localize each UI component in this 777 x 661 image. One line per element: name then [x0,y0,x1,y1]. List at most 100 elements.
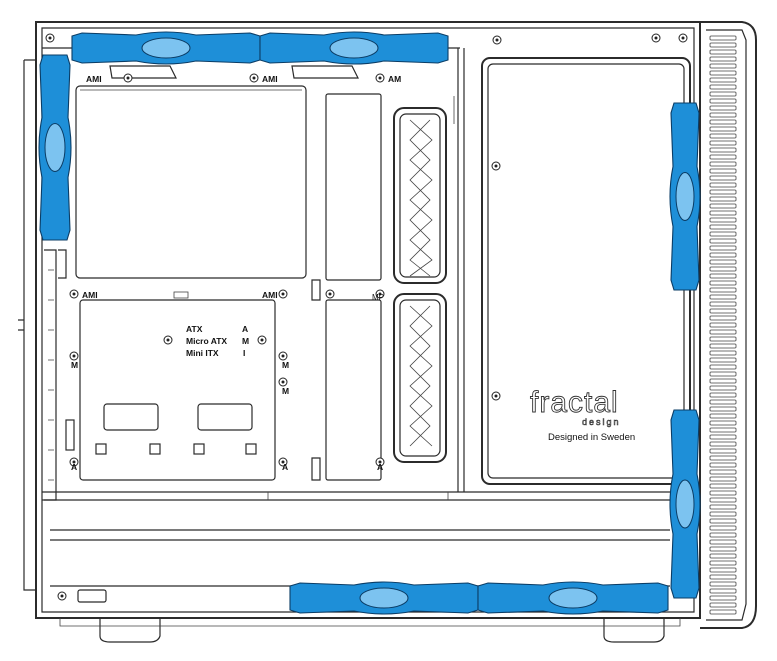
mesh-slot [709,231,737,237]
label-micro-atx: Micro ATX [186,336,227,346]
screw-icon [278,377,288,387]
standoff-labels: AMI AMI AM AMI AMI MP ATX Micro ATX Mini… [71,74,401,472]
mesh-slot [709,161,737,167]
mesh-slot [709,441,737,447]
screw-icon [278,457,288,467]
mesh-slot [709,63,737,69]
mesh-slot [709,567,737,573]
screw-icon [69,351,79,361]
screw-icon [375,73,385,83]
screw-icon [651,33,661,43]
mesh-slot [709,84,737,90]
label-atx-code: A [242,324,248,334]
brand-logo-text: fractal [530,386,619,419]
label-m-right-1: M [282,360,289,370]
screw-icon [257,335,267,345]
mesh-slot [709,539,737,545]
label-ami-mid-left: AMI [82,290,98,300]
screw-icon [69,457,79,467]
mesh-slot [709,119,737,125]
label-ami-mid-right: AMI [262,290,278,300]
mesh-slot [709,259,737,265]
mesh-slot [709,413,737,419]
mesh-slot [709,294,737,300]
mesh-slot [709,175,737,181]
label-a-left: A [71,462,77,472]
mesh-slot [709,595,737,601]
mesh-slot [709,322,737,328]
mesh-slot [709,448,737,454]
mesh-slot [709,483,737,489]
label-mp: MP [372,293,384,302]
label-a-mid: A [282,462,288,472]
mesh-slot [709,217,737,223]
brand-logo: fractal design Designed in Sweden [530,386,636,443]
brand-tagline: Designed in Sweden [548,432,635,443]
screw-icon [678,33,688,43]
mesh-slot [709,182,737,188]
mesh-slot [709,329,737,335]
mesh-slot [709,112,737,118]
brand-logo-sub: design [582,417,621,427]
chamber-divider [453,48,465,492]
mesh-slot [709,301,737,307]
front-mesh-grille [709,35,737,615]
mesh-slot [709,140,737,146]
mesh-slot [709,574,737,580]
mesh-slot [709,70,737,76]
mesh-slot [709,42,737,48]
label-m-right-2: M [282,386,289,396]
mesh-slot [709,308,737,314]
fan-icon [289,581,479,615]
label-atx: ATX [186,324,203,334]
screw-icon [278,351,288,361]
mesh-slot [709,238,737,244]
mesh-slot [709,378,737,384]
center-column [311,93,382,481]
screw-icon [375,457,385,467]
mesh-slot [709,154,737,160]
mesh-slot [709,546,737,552]
label-mini-itx: Mini ITX [186,348,219,358]
expansion-slots [44,249,75,501]
label-ami-top-mid: AMI [262,74,278,84]
screw-icon [57,591,67,601]
mesh-slot [709,504,737,510]
mesh-slot [709,189,737,195]
mesh-slot [709,609,737,615]
mesh-slot [709,399,737,405]
mesh-slot [709,168,737,174]
mesh-slot [709,560,737,566]
screw-icon [163,335,173,345]
screws [45,33,688,601]
screw-icon [45,33,55,43]
mesh-slot [709,336,737,342]
mesh-slot [709,280,737,286]
screw-icon [375,289,385,299]
label-m-left: M [71,360,78,370]
mesh-slot [709,133,737,139]
mesh-slot [709,196,737,202]
mesh-slot [709,406,737,412]
mesh-slot [709,427,737,433]
mesh-slot [709,98,737,104]
mesh-slot [709,77,737,83]
label-mini-itx-code: I [243,348,245,358]
mesh-slot [709,245,737,251]
mesh-slot [709,147,737,153]
label-am-top-right: AM [388,74,401,84]
mesh-slot [709,602,737,608]
fan-icon [669,102,701,291]
mesh-slot [709,343,737,349]
screw-icon [491,161,501,171]
mesh-slot [709,490,737,496]
mesh-slot [709,525,737,531]
screw-icon [249,73,259,83]
label-micro-atx-code: M [242,336,249,346]
mesh-slot [709,35,737,41]
mesh-slot [709,581,737,587]
mesh-slot [709,56,737,62]
mesh-slot [709,476,737,482]
